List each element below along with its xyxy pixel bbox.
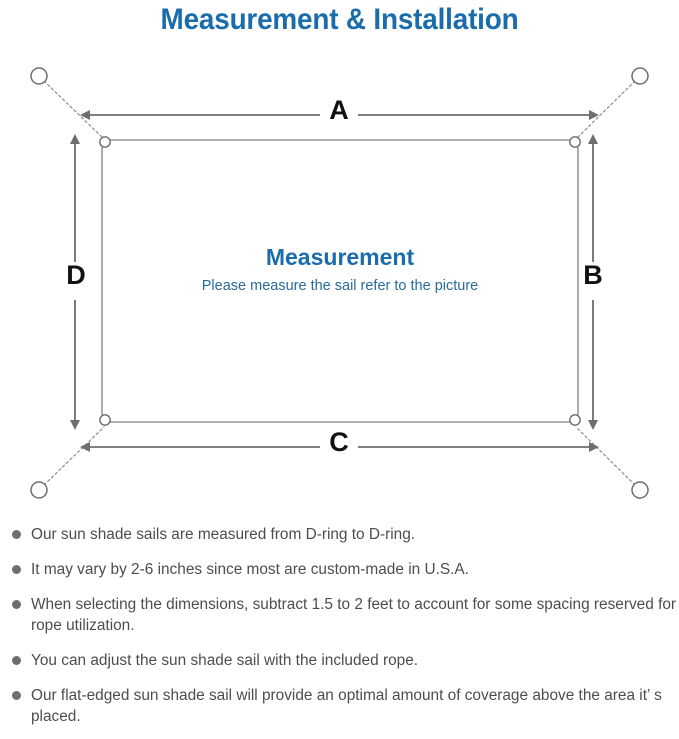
rope-bottom-left-line — [43, 426, 105, 486]
rope-bottom-right-line — [575, 426, 636, 486]
anchor-top-left-icon — [30, 67, 48, 85]
dimension-label-c: C — [329, 427, 349, 457]
sail-rectangle — [101, 139, 579, 423]
bullet-icon — [12, 600, 21, 609]
anchor-points-group — [30, 67, 649, 499]
d-ring-bottom-right-icon — [569, 414, 581, 426]
rope-top-right-line — [575, 80, 636, 140]
anchor-top-right-icon — [631, 67, 649, 85]
measurement-diagram — [0, 44, 679, 514]
bullet-icon — [12, 656, 21, 665]
sail-subheading: Please measure the sail refer to the pic… — [201, 278, 479, 294]
note-text: Our flat-edged sun shade sail will provi… — [31, 687, 662, 725]
note-item: You can adjust the sun shade sail with t… — [0, 650, 679, 671]
dimension-label-b: B — [583, 260, 603, 290]
d-ring-top-left-icon — [99, 136, 111, 148]
note-text: Our sun shade sails are measured from D-… — [31, 526, 416, 543]
sail-heading: Measurement — [265, 244, 415, 270]
note-item: Our sun shade sails are measured from D-… — [0, 524, 679, 545]
d-ring-bottom-left-icon — [99, 414, 111, 426]
d-rings-group — [99, 136, 581, 426]
page-title: Measurement & Installation — [160, 3, 519, 36]
note-item: Our flat-edged sun shade sail will provi… — [0, 685, 679, 727]
anchor-bottom-right-icon — [631, 481, 649, 499]
bullet-icon — [12, 565, 21, 574]
dimension-label-a: A — [329, 95, 349, 125]
diagram-svg — [30, 67, 649, 499]
bullet-icon — [12, 530, 21, 539]
bullet-icon — [12, 691, 21, 700]
note-item: It may vary by 2-6 inches since most are… — [0, 559, 679, 580]
note-text: You can adjust the sun shade sail with t… — [31, 652, 419, 669]
note-text: When selecting the dimensions, subtract … — [31, 596, 677, 634]
rope-top-left-line — [43, 80, 105, 140]
note-text: It may vary by 2-6 inches since most are… — [31, 561, 469, 578]
rope-lines — [43, 80, 636, 486]
note-item: When selecting the dimensions, subtract … — [0, 594, 679, 636]
d-ring-top-right-icon — [569, 136, 581, 148]
anchor-bottom-left-icon — [30, 481, 48, 499]
notes-list: Our sun shade sails are measured from D-… — [0, 524, 679, 727]
dimension-label-d: D — [66, 260, 86, 290]
